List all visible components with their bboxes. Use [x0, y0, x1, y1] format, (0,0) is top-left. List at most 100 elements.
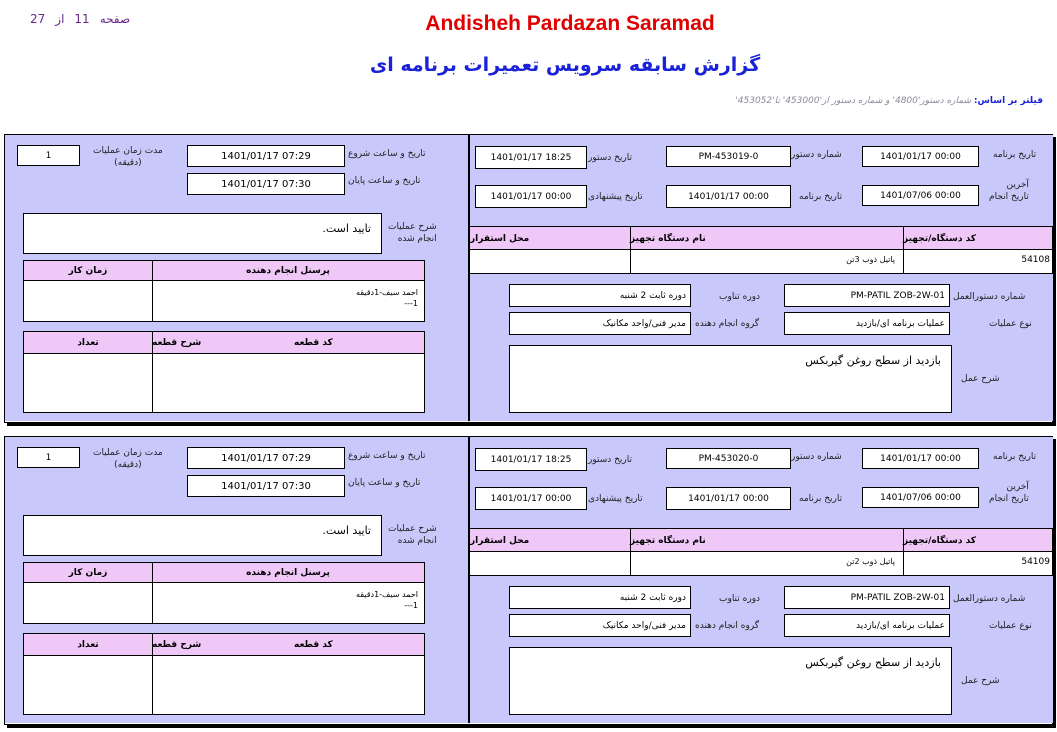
- parts-table-sep: [152, 332, 153, 412]
- period-label: دوره تناوب: [719, 594, 761, 604]
- device-table-sep-1: [903, 529, 904, 575]
- page-label: صفحه: [99, 12, 131, 26]
- last-exec-line1: آخرین: [1006, 180, 1029, 190]
- device-code-cell: 54109: [1021, 557, 1050, 567]
- ops-desc-line1: شرح عملیات: [388, 222, 437, 232]
- order-date-field: 1401/01/17 18:25: [475, 448, 587, 471]
- parts-table-header: [24, 332, 424, 354]
- program-date-label: تاریخ برنامه: [993, 150, 1037, 160]
- execution-panel: تاریخ و ساعت شروع 1401/01/17 07:29 تاریخ…: [5, 437, 468, 723]
- suggested-date-field: 1401/01/17 00:00: [475, 487, 587, 510]
- program-date-field: 1401/01/17 00:00: [862, 146, 979, 167]
- personnel-cell-line2: 1---: [404, 601, 418, 610]
- service-record: تاریخ برنامه 1401/01/17 00:00 شماره دستو…: [4, 134, 1053, 423]
- device-code-header: کد دستگاه/تجهیز: [903, 233, 977, 244]
- personnel-cell-line1: احمد سیف-1دقیقه: [355, 288, 418, 297]
- performer-group-label: گروه انجام دهنده: [695, 319, 760, 329]
- performer-group-label: گروه انجام دهنده: [695, 621, 760, 631]
- quantity-header: تعداد: [77, 640, 99, 650]
- device-table: کد دستگاه/تجهیز نام دستگاه تجهیز محل است…: [469, 528, 1053, 576]
- duration-line1: مدت زمان عملیات: [93, 448, 163, 458]
- order-date-field: 1401/01/17 18:25: [475, 146, 587, 169]
- program-date2-field: 1401/01/17 00:00: [666, 185, 791, 208]
- personnel-table: پرسنل انجام دهنده زمان کار احمد سیف-1دقی…: [23, 562, 425, 624]
- program-date2-field: 1401/01/17 00:00: [666, 487, 791, 510]
- device-name-header: نام دستگاه تجهیز: [630, 535, 706, 546]
- device-table-header: [470, 529, 1052, 552]
- operation-type-field: عملیات برنامه ای/بازدید: [784, 312, 950, 335]
- part-desc-header: شرح قطعه: [152, 338, 202, 348]
- ops-desc-line2: انجام شده: [397, 234, 437, 244]
- quantity-header: تعداد: [77, 338, 99, 348]
- device-name-cell: پاتیل ذوب 2تن: [846, 557, 895, 566]
- work-time-header: زمان کار: [68, 266, 108, 276]
- duration-label: مدت زمان عملیات (دقیقه): [93, 447, 163, 471]
- work-desc-label: شرح عمل: [961, 676, 1000, 686]
- record-divider: [468, 437, 470, 723]
- work-time-header: زمان کار: [68, 568, 108, 578]
- order-number-label: شماره دستور: [791, 452, 842, 462]
- period-label: دوره تناوب: [719, 292, 761, 302]
- device-table-sep-2: [630, 529, 631, 575]
- performer-group-field: مدیر فنی/واحد مکانیک: [509, 614, 691, 637]
- work-desc-field: بازدید از سطح روغن گیربکس: [509, 345, 952, 413]
- personnel-table-sep: [152, 563, 153, 623]
- personnel-table-header: [24, 563, 424, 583]
- start-datetime-label: تاریخ و ساعت شروع: [348, 149, 426, 159]
- performer-group-field: مدیر فنی/واحد مکانیک: [509, 312, 691, 335]
- parts-table-sep: [152, 634, 153, 714]
- device-table-sep-1: [903, 227, 904, 273]
- report-title: گزارش سابقه سرویس تعمیرات برنامه ای: [369, 54, 761, 76]
- device-code-cell: 54108: [1021, 255, 1050, 265]
- order-number-field: PM-453020-0: [666, 448, 791, 469]
- ops-desc-label: شرح عملیات انجام شده: [388, 221, 437, 245]
- page-counter: 27 از 11 صفحه: [30, 12, 130, 26]
- ops-desc-field: تایید است.: [23, 213, 382, 254]
- company-name: Andisheh Pardazan Saramad: [425, 12, 715, 35]
- personnel-cell-line1: احمد سیف-1دقیقه: [355, 590, 418, 599]
- program-date-label: تاریخ برنامه: [993, 452, 1037, 462]
- device-table-header: [470, 227, 1052, 250]
- personnel-header: پرسنل انجام دهنده: [246, 266, 330, 276]
- location-header: محل استقرار: [470, 535, 530, 546]
- service-record: تاریخ برنامه 1401/01/17 00:00 شماره دستو…: [4, 436, 1053, 725]
- ops-desc-field: تایید است.: [23, 515, 382, 556]
- instruction-number-field: PM-PATIL ZOB-2W-01: [784, 284, 950, 307]
- part-code-header: کد قطعه: [294, 640, 333, 650]
- duration-line2: (دقیقه): [114, 158, 142, 168]
- part-code-header: کد قطعه: [294, 338, 333, 348]
- duration-field: 1: [17, 145, 80, 166]
- order-date-label: تاریخ دستور: [588, 153, 633, 163]
- last-exec-line1: آخرین: [1006, 482, 1029, 492]
- last-exec-field: 1401/07/06 00:00: [862, 185, 979, 206]
- last-exec-field: 1401/07/06 00:00: [862, 487, 979, 508]
- start-datetime-label: تاریخ و ساعت شروع: [348, 451, 426, 461]
- period-field: دوره ثابت 2 شنبه: [509, 284, 691, 307]
- personnel-table: پرسنل انجام دهنده زمان کار احمد سیف-1دقی…: [23, 260, 425, 322]
- ops-desc-line1: شرح عملیات: [388, 524, 437, 534]
- last-exec-line2: تاریخ انجام: [989, 494, 1029, 504]
- ops-desc-label: شرح عملیات انجام شده: [388, 523, 437, 547]
- suggested-date-label: تاریخ پیشنهادی: [588, 192, 643, 202]
- last-exec-line2: تاریخ انجام: [989, 192, 1029, 202]
- suggested-date-field: 1401/01/17 00:00: [475, 185, 587, 208]
- duration-field: 1: [17, 447, 80, 468]
- personnel-table-sep: [152, 261, 153, 321]
- instruction-number-label: شماره دستورالعمل: [953, 594, 1026, 604]
- duration-label: مدت زمان عملیات (دقیقه): [93, 145, 163, 169]
- duration-line2: (دقیقه): [114, 460, 142, 470]
- part-desc-header: شرح قطعه: [152, 640, 202, 650]
- work-desc-field: بازدید از سطح روغن گیربکس: [509, 647, 952, 715]
- start-datetime-field: 1401/01/17 07:29: [187, 145, 345, 167]
- order-number-label: شماره دستور: [791, 150, 842, 160]
- location-header: محل استقرار: [470, 233, 530, 244]
- start-datetime-field: 1401/01/17 07:29: [187, 447, 345, 469]
- operation-type-field: عملیات برنامه ای/بازدید: [784, 614, 950, 637]
- instruction-number-label: شماره دستورالعمل: [953, 292, 1026, 302]
- device-name-header: نام دستگاه تجهیز: [630, 233, 706, 244]
- page-total: 27: [30, 12, 46, 26]
- parts-table: کد قطعه شرح قطعه تعداد: [23, 633, 425, 715]
- page-current: 11: [74, 12, 90, 26]
- filter-value: شماره دستور'4800' و شماره دستور از'45300…: [735, 96, 972, 106]
- parts-table-header: [24, 634, 424, 656]
